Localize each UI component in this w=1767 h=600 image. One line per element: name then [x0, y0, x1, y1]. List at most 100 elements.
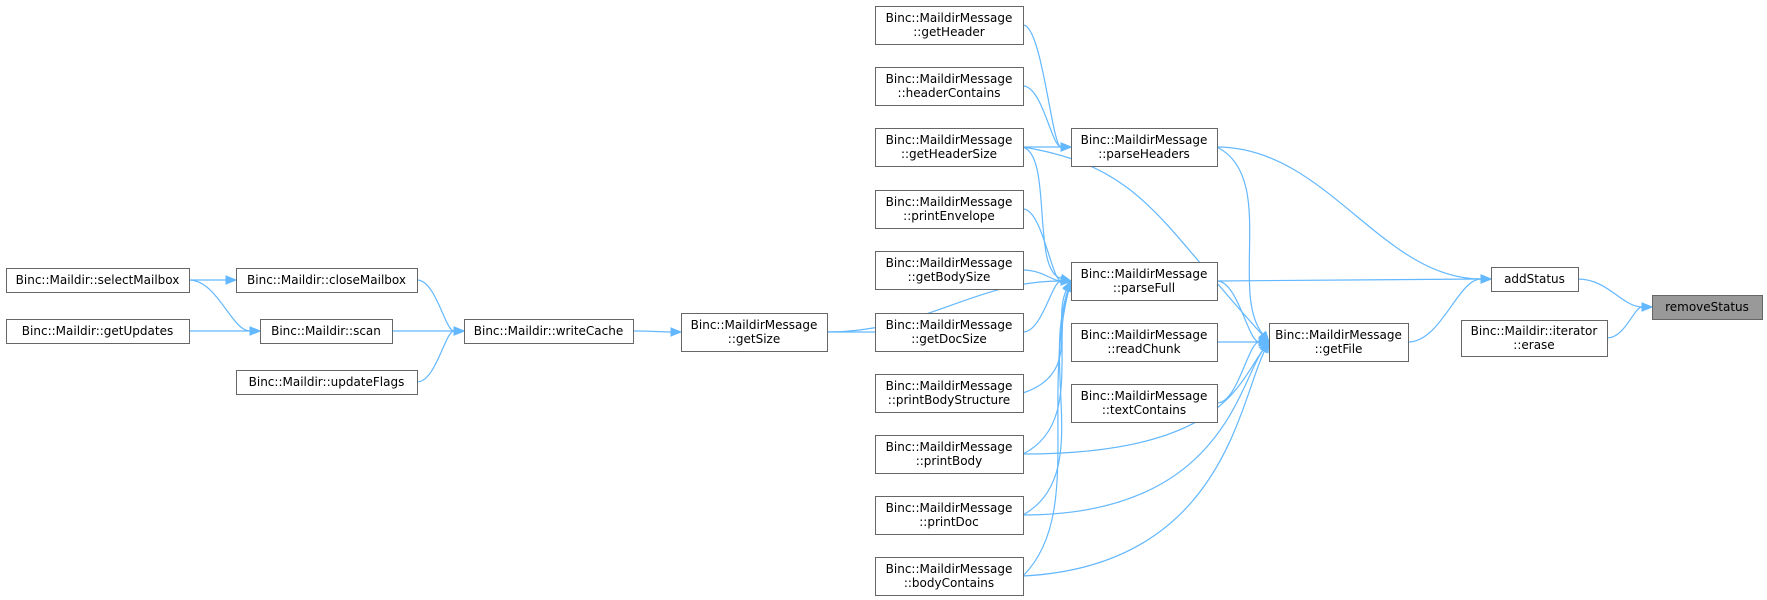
node-get-file[interactable]: Binc::MaildirMessage::getFile [1269, 323, 1409, 362]
arrowhead-icon [1258, 330, 1270, 344]
edge-get-doc-size-to-parse-full [1022, 280, 1062, 333]
node-label: Binc::MaildirMessage [886, 318, 1013, 332]
edge-body-contains-to-parse-full [1022, 290, 1070, 577]
node-box [681, 313, 828, 352]
node-label: Binc::MaildirMessage [1081, 328, 1208, 342]
node-label: Binc::MaildirMessage [1275, 328, 1402, 342]
node-get-doc-size[interactable]: Binc::MaildirMessage::getDocSize [875, 313, 1024, 352]
node-label: Binc::MaildirMessage [691, 318, 818, 332]
edge-get-header-size-to-get-file [1022, 146, 1263, 336]
node-label: Binc::MaildirMessage [886, 11, 1013, 25]
node-label: Binc::MaildirMessage [886, 501, 1013, 515]
node-label: ::readChunk [1107, 342, 1180, 356]
node-scan[interactable]: Binc::Maildir::scan [260, 319, 393, 344]
node-box [875, 496, 1024, 535]
node-label: addStatus [1504, 272, 1565, 286]
node-label: Binc::Maildir::writeCache [474, 324, 623, 338]
node-select-mailbox[interactable]: Binc::Maildir::selectMailbox [6, 268, 190, 293]
node-parse-headers[interactable]: Binc::MaildirMessage::parseHeaders [1071, 128, 1218, 167]
node-header-contains[interactable]: Binc::MaildirMessage::headerContains [875, 67, 1024, 106]
node-label: Binc::MaildirMessage [1081, 389, 1208, 403]
edge-select-mailbox-to-scan [188, 279, 251, 332]
node-read-chunk[interactable]: Binc::MaildirMessage::readChunk [1071, 323, 1218, 362]
arrowhead-icon [1260, 340, 1270, 354]
node-label: Binc::Maildir::closeMailbox [247, 273, 406, 287]
node-label: ::parseHeaders [1098, 147, 1190, 161]
edge-update-flags-to-write-cache [416, 330, 455, 383]
node-label: Binc::MaildirMessage [1081, 133, 1208, 147]
edge-parse-headers-to-add-status [1216, 146, 1482, 280]
node-label: ::printEnvelope [903, 209, 995, 223]
node-label: Binc::MaildirMessage [886, 440, 1013, 454]
edges-layer [188, 24, 1654, 577]
edge-text-contains-to-get-file [1216, 341, 1260, 404]
node-text-contains[interactable]: Binc::MaildirMessage::textContains [1071, 384, 1218, 423]
node-box [1071, 128, 1218, 167]
node-label: Binc::MaildirMessage [886, 256, 1013, 270]
node-body-contains[interactable]: Binc::MaildirMessage::bodyContains [875, 557, 1024, 596]
edge-print-doc-to-get-file [1022, 349, 1264, 516]
node-write-cache[interactable]: Binc::Maildir::writeCache [464, 319, 634, 344]
node-print-body[interactable]: Binc::MaildirMessage::printBody [875, 435, 1024, 474]
node-box [6, 319, 190, 344]
node-label: Binc::MaildirMessage [886, 562, 1013, 576]
node-label: ::bodyContains [904, 576, 994, 590]
node-box [1269, 323, 1409, 362]
node-box [236, 268, 418, 293]
node-label: ::getSize [728, 332, 780, 346]
edge-print-body-structure-to-parse-full [1022, 289, 1068, 394]
node-get-header-size[interactable]: Binc::MaildirMessage::getHeaderSize [875, 128, 1024, 167]
node-print-body-structure[interactable]: Binc::MaildirMessage::printBodyStructure [875, 374, 1024, 413]
node-box [875, 128, 1024, 167]
node-box [236, 370, 418, 395]
node-add-status[interactable]: addStatus [1491, 267, 1579, 292]
edge-body-contains-to-get-file [1022, 350, 1266, 577]
node-box [875, 251, 1024, 290]
node-get-size[interactable]: Binc::MaildirMessage::getSize [681, 313, 828, 352]
node-label: ::getFile [1315, 342, 1363, 356]
node-get-body-size[interactable]: Binc::MaildirMessage::getBodySize [875, 251, 1024, 290]
edge-parse-full-to-get-file [1216, 280, 1260, 343]
node-label: Binc::MaildirMessage [886, 379, 1013, 393]
node-box [260, 319, 393, 344]
node-label: Binc::MaildirMessage [886, 72, 1013, 86]
node-box [875, 557, 1024, 596]
arrowhead-icon [670, 327, 683, 337]
edge-parse-headers-to-get-file [1216, 146, 1264, 335]
node-iterator-erase[interactable]: Binc::Maildir::iterator::erase [1461, 320, 1608, 357]
node-box [875, 435, 1024, 474]
edge-get-size-to-parse-full [826, 280, 1062, 333]
node-label: Binc::Maildir::scan [271, 324, 381, 338]
edge-parse-full-to-add-status [1216, 278, 1482, 282]
node-remove-status[interactable]: removeStatus [1652, 295, 1763, 320]
node-label: ::printDoc [919, 515, 978, 529]
node-get-header[interactable]: Binc::MaildirMessage::getHeader [875, 6, 1024, 45]
node-parse-full[interactable]: Binc::MaildirMessage::parseFull [1071, 262, 1218, 301]
node-get-updates[interactable]: Binc::Maildir::getUpdates [6, 319, 190, 344]
node-label: ::textContains [1102, 403, 1186, 417]
node-label: Binc::Maildir::iterator [1471, 324, 1598, 338]
node-print-envelope[interactable]: Binc::MaildirMessage::printEnvelope [875, 190, 1024, 229]
edge-close-mailbox-to-write-cache [416, 279, 455, 332]
node-label: Binc::MaildirMessage [1081, 267, 1208, 281]
node-label: ::getHeaderSize [901, 147, 997, 161]
node-label: ::getHeader [913, 25, 985, 39]
node-update-flags[interactable]: Binc::Maildir::updateFlags [236, 370, 418, 395]
arrowhead-icon [225, 275, 238, 285]
node-box [6, 268, 190, 293]
node-box [1652, 295, 1763, 320]
node-label: ::getDocSize [911, 332, 987, 346]
node-box [464, 319, 634, 344]
node-close-mailbox[interactable]: Binc::Maildir::closeMailbox [236, 268, 418, 293]
node-box [875, 313, 1024, 352]
node-box [1071, 323, 1218, 362]
arrowhead-icon [453, 326, 466, 336]
edge-print-doc-to-parse-full [1022, 290, 1069, 516]
node-print-doc[interactable]: Binc::MaildirMessage::printDoc [875, 496, 1024, 535]
node-box [1071, 262, 1218, 301]
node-box [875, 190, 1024, 229]
node-label: ::getBodySize [908, 270, 991, 284]
edge-add-status-to-remove-status [1577, 278, 1643, 308]
node-label: Binc::MaildirMessage [886, 133, 1013, 147]
